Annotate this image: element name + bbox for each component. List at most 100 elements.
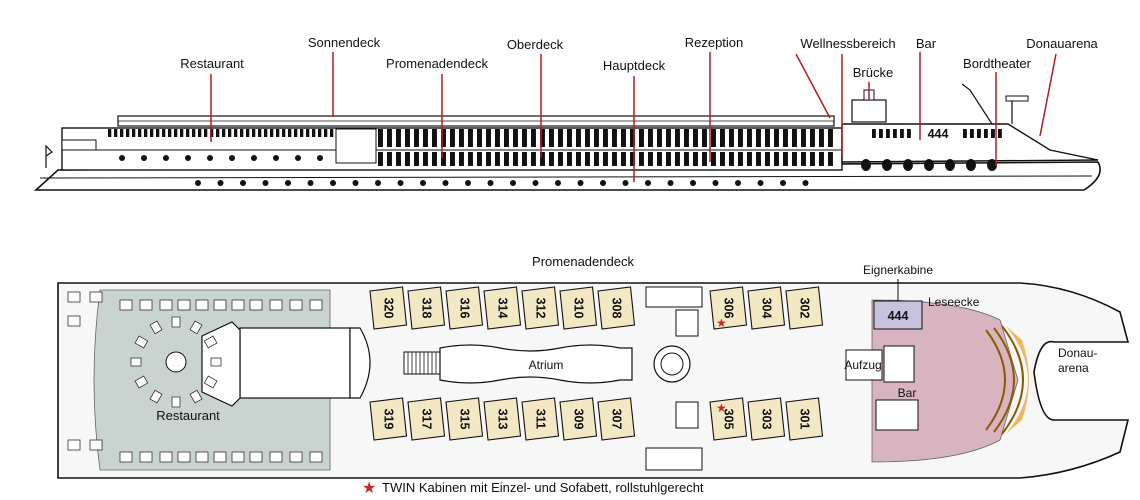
side-window-lower [522, 152, 527, 166]
restaurant-table [67, 315, 81, 327]
label-bar-plan: Bar [898, 386, 917, 400]
cabin-shape [785, 286, 824, 330]
porthole [262, 180, 269, 186]
atrium-outline [439, 344, 633, 384]
restaurant-table [134, 335, 149, 349]
porthole [240, 180, 246, 186]
cabin-303[interactable]: 303 [747, 397, 786, 441]
side-portholes [119, 155, 997, 186]
cabin-312[interactable]: 312 [521, 286, 560, 330]
porthole [555, 180, 561, 186]
side-window-lower [531, 152, 536, 166]
restaurant-table [130, 357, 142, 367]
side-window-restaurant [180, 129, 184, 137]
side-window-restaurant [120, 129, 124, 137]
porthole [532, 180, 539, 186]
restaurant-table [203, 335, 218, 349]
cabin-310[interactable]: 310 [559, 286, 598, 330]
cabin-309[interactable]: 309 [559, 397, 598, 441]
side-window-upper [693, 129, 698, 147]
side-window-upper [765, 129, 770, 147]
side-window-lower [621, 152, 626, 166]
cabin-shape [407, 286, 446, 330]
cabin-313[interactable]: 313 [483, 397, 522, 441]
side-window-lower [774, 152, 779, 166]
side-window-upper [495, 129, 500, 147]
side-window-lower [387, 152, 392, 166]
cabin-315[interactable]: 315 [445, 397, 484, 441]
side-window-lower [396, 152, 401, 166]
theatre-fill [1006, 326, 1029, 434]
label-restaurant: Restaurant [180, 56, 244, 71]
cabin-320[interactable]: 320 [369, 286, 408, 330]
label-aufzug: Aufzug [844, 358, 881, 372]
atrium-stair-lines [407, 352, 437, 374]
side-window-upper [423, 129, 428, 147]
porthole [352, 180, 359, 186]
restaurant-table [309, 451, 323, 463]
cabin-307[interactable]: 307 [597, 397, 636, 441]
side-window-upper [729, 129, 734, 147]
cabin-319[interactable]: 319 [369, 397, 408, 441]
label-bruecke: Brücke [853, 65, 893, 80]
side-window-lower [639, 152, 644, 166]
porthole [757, 180, 764, 186]
cabin-301[interactable]: 301 [785, 397, 824, 441]
cabin-306[interactable]: 306★ [709, 286, 748, 330]
restaurant-table [210, 357, 222, 367]
cabin-302[interactable]: 302 [785, 286, 824, 330]
porthole [375, 180, 381, 186]
restaurant-table [177, 451, 191, 463]
cabin-311[interactable]: 311 [521, 397, 560, 441]
side-window-restaurant [246, 129, 250, 137]
label-wellnessbereich: Wellnessbereich [800, 36, 895, 51]
side-window-lower [558, 152, 563, 166]
side-window-lower [630, 152, 635, 166]
side-window-bar [970, 129, 974, 138]
side-eigner-number: 444 [928, 127, 949, 141]
side-window-upper [657, 129, 662, 147]
cabin-305[interactable]: 305★ [709, 397, 748, 441]
porthole-oval [987, 159, 997, 171]
side-window-lower [477, 152, 482, 166]
cabin-308[interactable]: 308 [597, 286, 636, 330]
side-window-restaurant [162, 129, 166, 137]
porthole [487, 180, 494, 186]
porthole [141, 155, 147, 161]
stairwell-top [645, 286, 703, 308]
cabin-317[interactable]: 317 [407, 397, 446, 441]
eignerkabine-room [873, 300, 923, 330]
cabin-316[interactable]: 316 [445, 286, 484, 330]
side-window-bar [893, 129, 897, 138]
porthole [217, 180, 224, 186]
cabin-318[interactable]: 318 [407, 286, 446, 330]
callout-lines [210, 52, 1057, 182]
side-window-upper [747, 129, 752, 147]
porthole [465, 180, 471, 186]
side-window-lower [738, 152, 743, 166]
side-window-upper [432, 129, 437, 147]
cabin-304[interactable]: 304 [747, 286, 786, 330]
restaurant-table [67, 439, 81, 451]
porthole [195, 180, 201, 186]
side-window-lower [648, 152, 653, 166]
stairwell-bottom [645, 447, 703, 471]
side-window-restaurant [258, 129, 262, 137]
side-window-restaurant [156, 129, 160, 137]
cabin-number: 304 [759, 298, 773, 319]
side-window-upper [522, 129, 527, 147]
porthole [690, 180, 696, 186]
side-window-lower [486, 152, 491, 166]
porthole [295, 155, 301, 161]
cabin-number: 313 [495, 409, 509, 430]
side-window-lower [801, 152, 806, 166]
side-window-upper [711, 129, 716, 147]
cabin-number: 318 [419, 298, 433, 319]
side-window-upper [558, 129, 563, 147]
restaurant-round-table [165, 351, 187, 373]
bar-counter [875, 399, 919, 431]
side-windows: 444 [108, 127, 1002, 166]
cabin-314[interactable]: 314 [483, 286, 522, 330]
side-window-lower [450, 152, 455, 166]
